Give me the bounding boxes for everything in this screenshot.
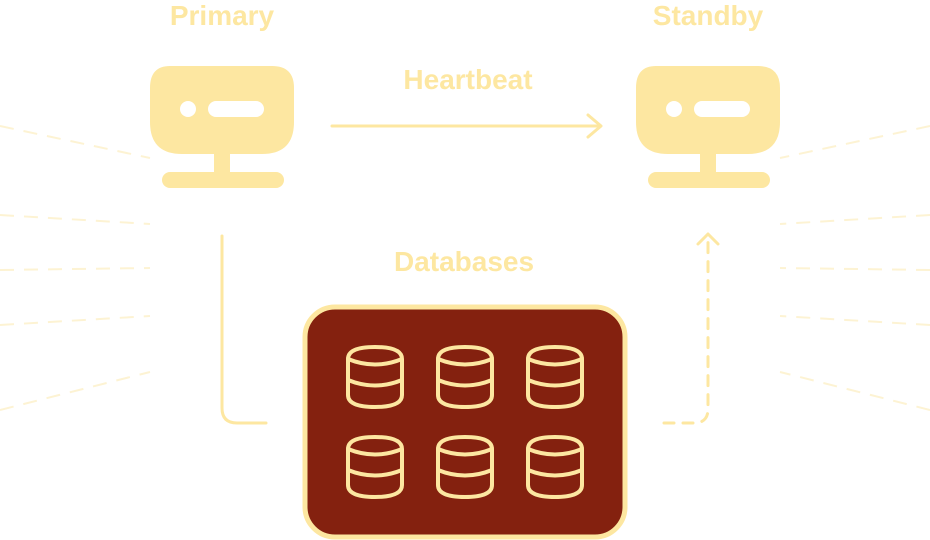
primary-label: Primary: [169, 0, 275, 31]
right-dashed-rays: [779, 125, 930, 411]
heartbeat-arrow: [330, 113, 603, 139]
heartbeat-label: Heartbeat: [403, 64, 533, 95]
primary-to-databases-connector: [220, 234, 268, 425]
standby-server-icon: [636, 66, 780, 188]
left-dashed-rays: [0, 125, 151, 411]
standby-label: Standby: [652, 0, 764, 31]
primary-server-icon: [150, 66, 294, 188]
databases-panel: [302, 304, 628, 540]
databases-label: Databases: [393, 246, 535, 277]
databases-to-standby-connector: [662, 232, 720, 425]
